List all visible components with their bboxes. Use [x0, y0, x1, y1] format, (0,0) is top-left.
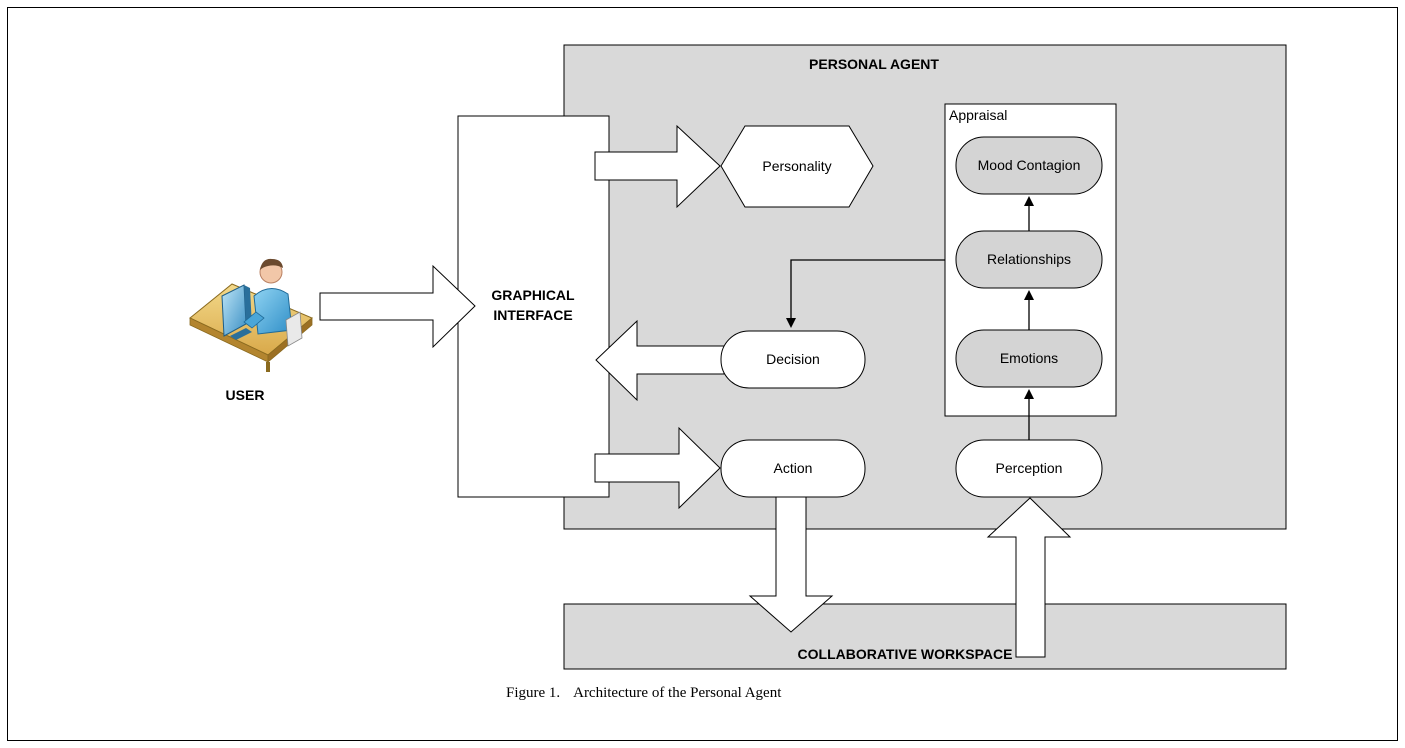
figure-title: Architecture of the Personal Agent	[573, 685, 782, 701]
personal-agent-label: PERSONAL AGENT	[809, 56, 939, 72]
action-to-workspace-arrow	[748, 483, 834, 633]
mood-contagion-node	[955, 136, 1103, 195]
interface-to-personality-arrow	[594, 124, 721, 209]
graphical-interface-label-line1: GRAPHICAL	[491, 287, 575, 303]
interface-to-action-arrow	[594, 426, 721, 510]
graphical-interface-label-line2: INTERFACE	[493, 307, 572, 323]
figure-caption: Figure 1. Architecture of the Personal A…	[506, 685, 782, 701]
decision-node	[720, 330, 866, 389]
workspace-to-perception-arrow	[986, 497, 1072, 658]
user-computer-icon	[189, 258, 313, 372]
perception-label: Perception	[996, 460, 1063, 476]
collaborative-workspace-label: COLLABORATIVE WORKSPACE	[798, 646, 1013, 662]
appraisal-label: Appraisal	[949, 107, 1007, 123]
action-label: Action	[774, 460, 813, 476]
collaborative-workspace-panel	[563, 603, 1287, 670]
relationships-label: Relationships	[987, 251, 1071, 267]
graphical-interface-box	[457, 115, 610, 498]
emotions-label: Emotions	[1000, 350, 1058, 366]
personality-label: Personality	[762, 158, 831, 174]
user-to-interface-arrow	[319, 264, 476, 349]
appraisal-to-decision-connector	[786, 259, 945, 328]
figure-number: Figure 1.	[506, 685, 560, 701]
user-label: USER	[226, 387, 265, 403]
decision-label: Decision	[766, 351, 820, 367]
action-node	[720, 439, 866, 498]
decision-to-interface-arrow	[595, 319, 725, 402]
mood-contagion-label: Mood Contagion	[978, 157, 1081, 173]
personality-node	[720, 125, 874, 208]
